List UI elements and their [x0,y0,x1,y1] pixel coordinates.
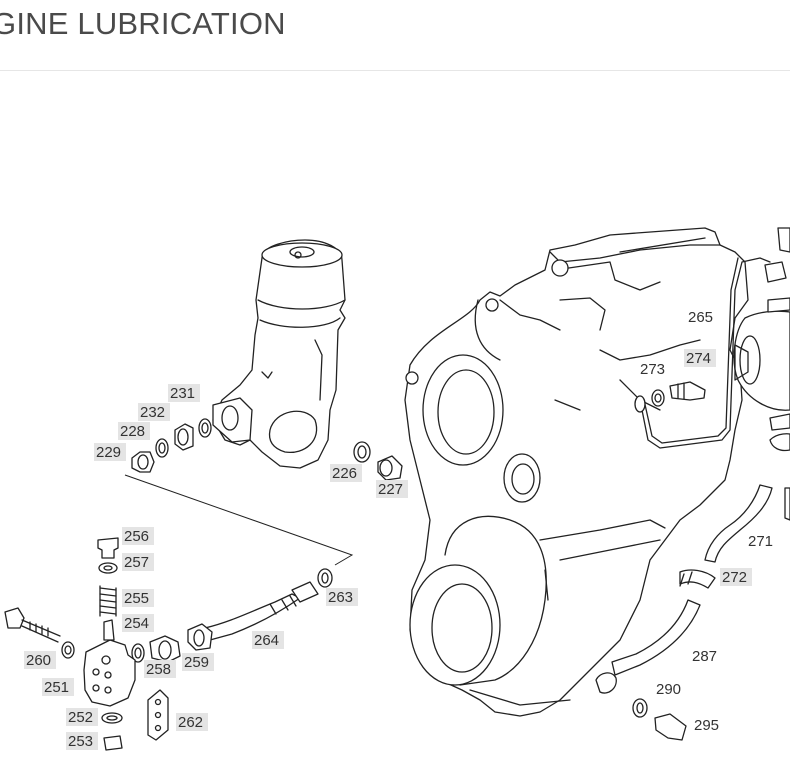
callout-text: 232 [140,404,165,421]
callout-highlight [66,732,98,750]
callout-265[interactable]: 265 [688,309,713,326]
callout-highlight [326,588,358,606]
page-title: GINE LUBRICATION [0,6,286,41]
callout-text: 231 [170,385,195,402]
callout-text: 252 [68,709,93,726]
callout-text: 274 [686,350,711,367]
callout-text: 265 [688,309,713,326]
callout-263[interactable]: 263 [326,588,358,606]
callout-254[interactable]: 254 [122,614,154,632]
callout-text: 264 [254,632,279,649]
callout-text: 256 [124,528,149,545]
engine-block [404,227,749,717]
callout-text: 260 [26,652,51,669]
valve-block-251 [4,537,169,751]
callout-252[interactable]: 252 [66,708,98,726]
page-header: GINE LUBRICATION [0,0,790,71]
callout-highlight [176,713,208,731]
callout-text: 253 [68,733,93,750]
callout-highlight [42,678,74,696]
callout-255[interactable]: 255 [122,589,154,607]
callout-258[interactable]: 258 [144,660,176,678]
callout-287[interactable]: 287 [692,648,717,665]
callout-251[interactable]: 251 [42,678,74,696]
callout-274[interactable]: 274 [684,349,716,367]
callout-text: 271 [748,533,773,550]
callout-highlight [122,527,154,545]
oil-filter-housing [212,239,346,469]
turbocharger [639,227,790,521]
callout-295[interactable]: 295 [694,717,719,734]
callout-highlight [144,660,176,678]
callout-highlight [138,403,170,421]
callout-text: 258 [146,661,171,678]
callout-253[interactable]: 253 [66,732,98,750]
exploded-view-drawing: 231 232 228 229 226 227 256 257 255 254 260 258 259 2… [4,227,790,751]
parts-231-229 [131,418,212,473]
callout-text: 228 [120,423,145,440]
callout-highlight [66,708,98,726]
callout-labels: 231 232 228 229 226 227 256 257 255 254 260 258 259 2… [24,309,773,750]
callout-highlight [94,443,126,461]
callout-262[interactable]: 262 [176,713,208,731]
return-hose [595,381,773,741]
callout-259[interactable]: 259 [182,653,214,671]
callout-highlight [720,568,752,586]
callout-272[interactable]: 272 [720,568,752,586]
parts-226-227 [353,441,403,481]
callout-260[interactable]: 260 [24,651,56,669]
callout-text: 287 [692,648,717,665]
callout-text: 251 [44,679,69,696]
callout-271[interactable]: 271 [748,533,773,550]
callout-text: 257 [124,554,149,571]
callout-290[interactable]: 290 [656,681,681,698]
callout-text: 263 [328,589,353,606]
callout-text: 229 [96,444,121,461]
callout-227[interactable]: 227 [376,480,408,498]
callout-228[interactable]: 228 [118,422,150,440]
callout-264[interactable]: 264 [252,631,284,649]
callout-text: 227 [378,481,403,498]
callout-highlight [122,614,154,632]
callout-text: 259 [184,654,209,671]
callout-229[interactable]: 229 [94,443,126,461]
oil-pipe-264 [131,568,333,663]
callout-highlight [684,349,716,367]
callout-273[interactable]: 273 [640,361,665,378]
callout-text: 290 [656,681,681,698]
callout-highlight [252,631,284,649]
parts-diagram: 231 232 228 229 226 227 256 257 255 254 260 258 259 2… [0,71,790,768]
callout-256[interactable]: 256 [122,527,154,545]
callout-highlight [182,653,214,671]
callout-highlight [122,589,154,607]
callout-highlight [118,422,150,440]
callout-highlight [122,553,154,571]
callout-226[interactable]: 226 [330,464,362,482]
callout-highlight [24,651,56,669]
callout-text: 295 [694,717,719,734]
callout-257[interactable]: 257 [122,553,154,571]
callout-text: 254 [124,615,149,632]
callout-text: 255 [124,590,149,607]
callout-highlight [330,464,362,482]
callout-text: 273 [640,361,665,378]
callout-highlight [376,480,408,498]
callout-231[interactable]: 231 [168,384,200,402]
callout-text: 262 [178,714,203,731]
callout-text: 226 [332,465,357,482]
callout-text: 272 [722,569,747,586]
callout-highlight [168,384,200,402]
callout-232[interactable]: 232 [138,403,170,421]
